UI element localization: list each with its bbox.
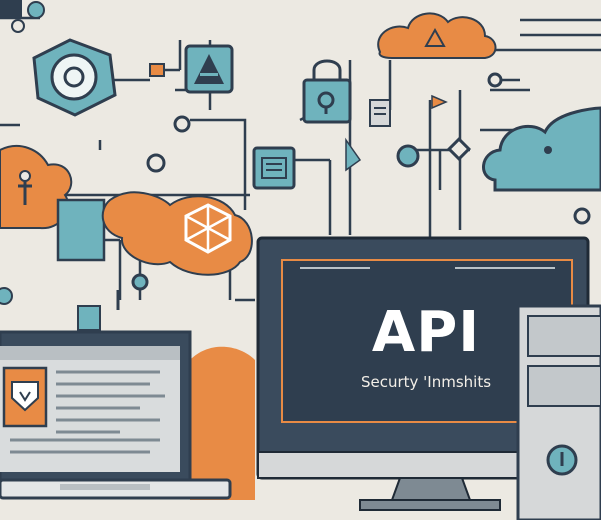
monitor-screen: API Securty 'Inmshits xyxy=(282,262,570,420)
network-nodes xyxy=(131,72,591,291)
cloud-icon xyxy=(0,145,73,230)
laptop-icon xyxy=(0,330,232,500)
triangle-icon xyxy=(184,44,234,94)
panel xyxy=(56,198,106,262)
page-title: API xyxy=(371,300,481,365)
database-icon xyxy=(252,146,296,190)
arrow-icon xyxy=(345,137,362,172)
server-icon xyxy=(516,304,601,520)
key-icon xyxy=(0,287,120,331)
cloud-icon xyxy=(482,106,601,192)
padlock-icon xyxy=(302,59,352,124)
document-icon xyxy=(369,99,391,127)
corner-icons xyxy=(0,0,45,33)
connector-box xyxy=(149,63,165,77)
page-subtitle: Securty 'Inmshits xyxy=(360,373,492,391)
hexagon-network-icon xyxy=(101,191,253,276)
cloud-icon xyxy=(377,12,497,59)
hexagon-lock-icon xyxy=(32,38,117,117)
arrow-icon xyxy=(431,94,448,110)
orange-splash xyxy=(190,346,255,500)
